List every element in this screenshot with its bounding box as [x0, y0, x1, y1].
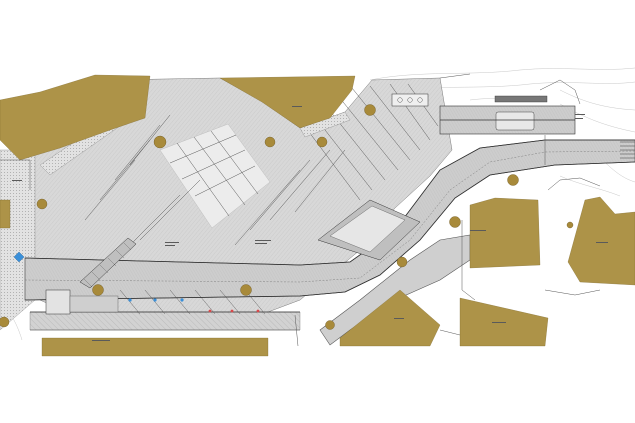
building-south-center: [339, 289, 441, 347]
parking-symbol-icon: [180, 298, 184, 302]
neighbor-lot-lines: [294, 177, 601, 347]
trees: [0, 104, 574, 330]
buildings: [0, 74, 635, 357]
tree-icon: [325, 320, 335, 330]
parking-symbol-icon: [153, 298, 157, 302]
facility-row: [45, 289, 266, 315]
building-west-small: [0, 199, 11, 229]
building-east-2: [567, 196, 635, 286]
tree-icon: [264, 136, 276, 148]
building-east-1: [469, 197, 541, 269]
top-parking-block: [391, 93, 429, 107]
tree-icon: [153, 135, 167, 149]
tree-icon: [507, 174, 519, 186]
central-square-gridlines: [169, 130, 259, 217]
blue-marker-icon: [13, 251, 25, 263]
tree-icon: [36, 198, 48, 210]
tree-icon: [240, 284, 252, 296]
tree-icon: [316, 136, 328, 148]
tree-icon: [364, 104, 376, 116]
tree-icon: [0, 316, 10, 328]
tree-icon: [566, 221, 574, 229]
bus-platform: [439, 95, 576, 165]
tree-icon: [92, 284, 104, 296]
plaza-paving: [19, 77, 453, 321]
building-south-west: [41, 337, 269, 357]
crosswalk-west: [79, 237, 137, 289]
parking-symbol-icon: [230, 309, 234, 313]
parking-symbol-icon: [128, 298, 132, 302]
crosswalk-east: [317, 199, 421, 261]
parking-symbol-icon: [256, 309, 260, 313]
parking-symbol-icon: [208, 309, 212, 313]
annotation-marks: [12, 106, 608, 341]
zebra-crossing-east: [620, 141, 635, 159]
bottom-sidewalk: [29, 311, 301, 331]
building-north: [219, 75, 356, 129]
tree-icon: [449, 216, 461, 228]
building-northwest: [0, 74, 151, 161]
site-boundaries: [0, 73, 581, 190]
tree-icon: [396, 256, 408, 268]
